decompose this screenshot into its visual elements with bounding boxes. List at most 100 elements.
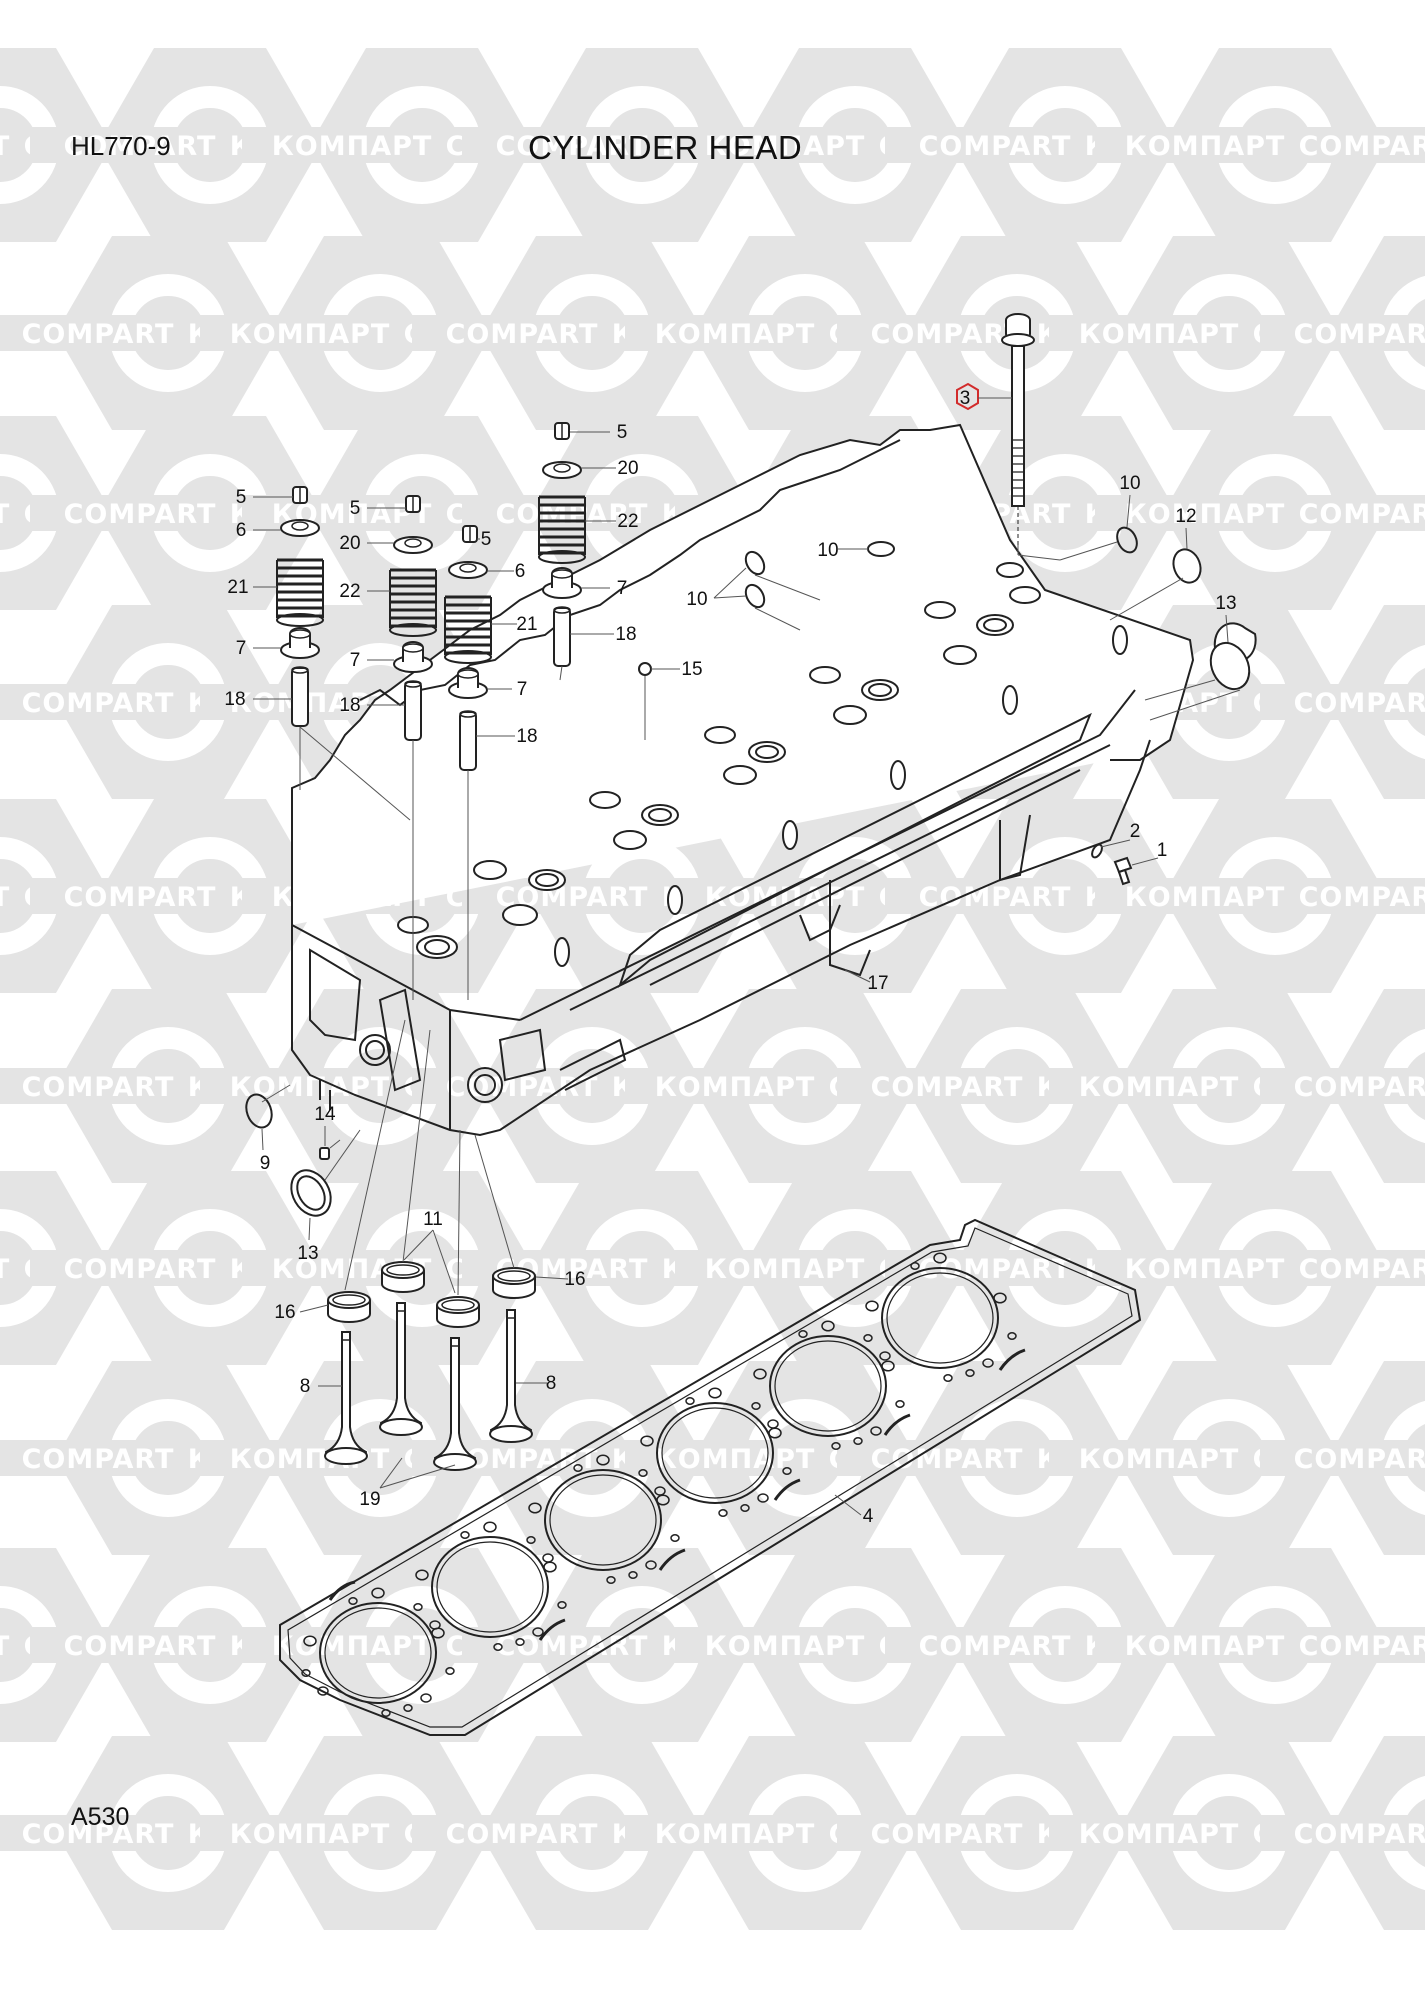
valve-ports bbox=[397, 562, 1041, 959]
callout-8: 8 bbox=[300, 1376, 311, 1397]
gasket-hole bbox=[865, 1300, 879, 1312]
watermark-text: COMPART bbox=[446, 319, 599, 350]
callout-2: 2 bbox=[1130, 821, 1141, 842]
watermark-band bbox=[1260, 684, 1425, 720]
gasket-hole bbox=[413, 1603, 423, 1611]
gasket-hole bbox=[1007, 1332, 1017, 1340]
callout-20: 20 bbox=[617, 458, 638, 479]
watermark-text: COMPART bbox=[1294, 1819, 1425, 1850]
watermark-text: КОМПАРТ bbox=[0, 1254, 10, 1285]
gasket-hole bbox=[782, 1467, 792, 1475]
gasket-hole bbox=[685, 1397, 695, 1405]
watermark-text: COMPART bbox=[1294, 319, 1425, 350]
callout-6: 6 bbox=[236, 520, 247, 541]
watermark-band bbox=[1095, 1250, 1425, 1286]
gasket-hole bbox=[420, 1693, 432, 1703]
leader-line bbox=[403, 1229, 434, 1261]
gasket-hole bbox=[317, 1686, 329, 1696]
callout-5: 5 bbox=[236, 487, 247, 508]
gasket-hole bbox=[371, 1587, 385, 1599]
watermark-text: COMPART bbox=[22, 319, 175, 350]
leader-line bbox=[1100, 839, 1131, 848]
watermark-band bbox=[1095, 878, 1425, 914]
gasket-hole bbox=[753, 1368, 767, 1380]
side-bosses bbox=[554, 625, 1128, 967]
watermark-text: КОМПАРТ bbox=[1125, 499, 1286, 530]
watermark-text: COMPART bbox=[871, 1072, 1024, 1103]
valve-seat-inserts bbox=[327, 1261, 536, 1328]
page-title: CYLINDER HEAD bbox=[528, 129, 803, 166]
callout-14: 14 bbox=[314, 1104, 336, 1125]
watermark-text: COMPART bbox=[64, 1631, 217, 1662]
callout-10: 10 bbox=[686, 589, 707, 610]
watermark-text: COMPART bbox=[1299, 499, 1425, 530]
gasket-hole bbox=[532, 1627, 544, 1637]
callout-21: 21 bbox=[516, 614, 537, 635]
watermark-band bbox=[1260, 1815, 1425, 1851]
leader-line bbox=[402, 1029, 431, 1263]
gasket-hole bbox=[821, 1320, 835, 1332]
watermark-text: КОМПАРТ bbox=[1079, 1819, 1240, 1850]
small-plug-15 bbox=[638, 662, 652, 676]
watermark-text: COMPART bbox=[1299, 1631, 1425, 1662]
gasket-hole bbox=[645, 1560, 657, 1570]
callout-18: 18 bbox=[516, 726, 537, 747]
watermark-text: КОМПАРТ bbox=[1079, 1072, 1240, 1103]
gasket-hole bbox=[301, 1669, 311, 1677]
watermark-text: КОМПАРТ bbox=[705, 131, 866, 162]
watermark-band bbox=[1095, 495, 1425, 531]
leader-line bbox=[713, 595, 747, 599]
watermark-text: COMPART bbox=[64, 131, 217, 162]
callout-9: 9 bbox=[260, 1153, 271, 1174]
gasket-hole bbox=[303, 1635, 317, 1647]
highlight-hexagon bbox=[956, 382, 979, 411]
callout-18: 18 bbox=[224, 689, 245, 710]
leader-line bbox=[844, 969, 871, 983]
plug-1-and-ring-2 bbox=[1091, 843, 1133, 886]
gasket-hole bbox=[429, 1620, 441, 1630]
gasket-hole bbox=[740, 1504, 750, 1512]
callout-15: 15 bbox=[681, 659, 702, 680]
gasket-hole bbox=[526, 1536, 536, 1544]
gasket-hole bbox=[910, 1262, 920, 1270]
gasket-hole bbox=[965, 1369, 975, 1377]
callout-16: 16 bbox=[274, 1302, 295, 1323]
leader-line bbox=[324, 1129, 361, 1181]
gasket-holes bbox=[301, 1252, 1017, 1717]
plug-12 bbox=[1172, 548, 1202, 584]
watermark-band bbox=[1260, 1440, 1425, 1476]
gasket-hole bbox=[718, 1509, 728, 1517]
callout-10: 10 bbox=[1119, 473, 1140, 494]
gasket-hole bbox=[708, 1387, 722, 1399]
leader-line bbox=[754, 574, 821, 601]
gasket-hole bbox=[515, 1638, 525, 1646]
leader-line bbox=[432, 1229, 456, 1294]
valve-train-stack-1 bbox=[275, 486, 325, 727]
leader-line bbox=[559, 665, 563, 681]
leader-line bbox=[1109, 577, 1184, 621]
callout-13: 13 bbox=[297, 1243, 318, 1264]
watermark-text: КОМПАРТ bbox=[705, 1254, 866, 1285]
watermark-text: COMPART bbox=[22, 1444, 175, 1475]
watermark-text: КОМПАРТ bbox=[655, 1444, 816, 1475]
callout-12: 12 bbox=[1175, 506, 1196, 527]
watermark-text: КОМПАРТ bbox=[230, 319, 391, 350]
gasket-hole bbox=[879, 1351, 891, 1361]
plug-13-left bbox=[290, 1169, 332, 1217]
cylinder-head-block bbox=[291, 423, 1195, 1137]
watermark-text: КОМПАРТ bbox=[1125, 131, 1286, 162]
gasket-hole bbox=[853, 1437, 863, 1445]
gasket-hole bbox=[870, 1426, 882, 1436]
gasket-hole bbox=[493, 1643, 503, 1651]
leader-line bbox=[329, 1139, 341, 1149]
callout-10: 10 bbox=[817, 540, 838, 561]
watermark-text: COMPART bbox=[1294, 1444, 1425, 1475]
watermark-text: КОМПАРТ bbox=[655, 1819, 816, 1850]
gasket-hole bbox=[348, 1597, 358, 1605]
gasket-hole bbox=[993, 1292, 1007, 1304]
callout-labels: 3101010121352022718562171852022718562171… bbox=[224, 388, 1236, 1527]
gasket-hole bbox=[670, 1534, 680, 1542]
watermark-text: КОМПАРТ bbox=[655, 319, 816, 350]
leader-line bbox=[1144, 679, 1216, 701]
